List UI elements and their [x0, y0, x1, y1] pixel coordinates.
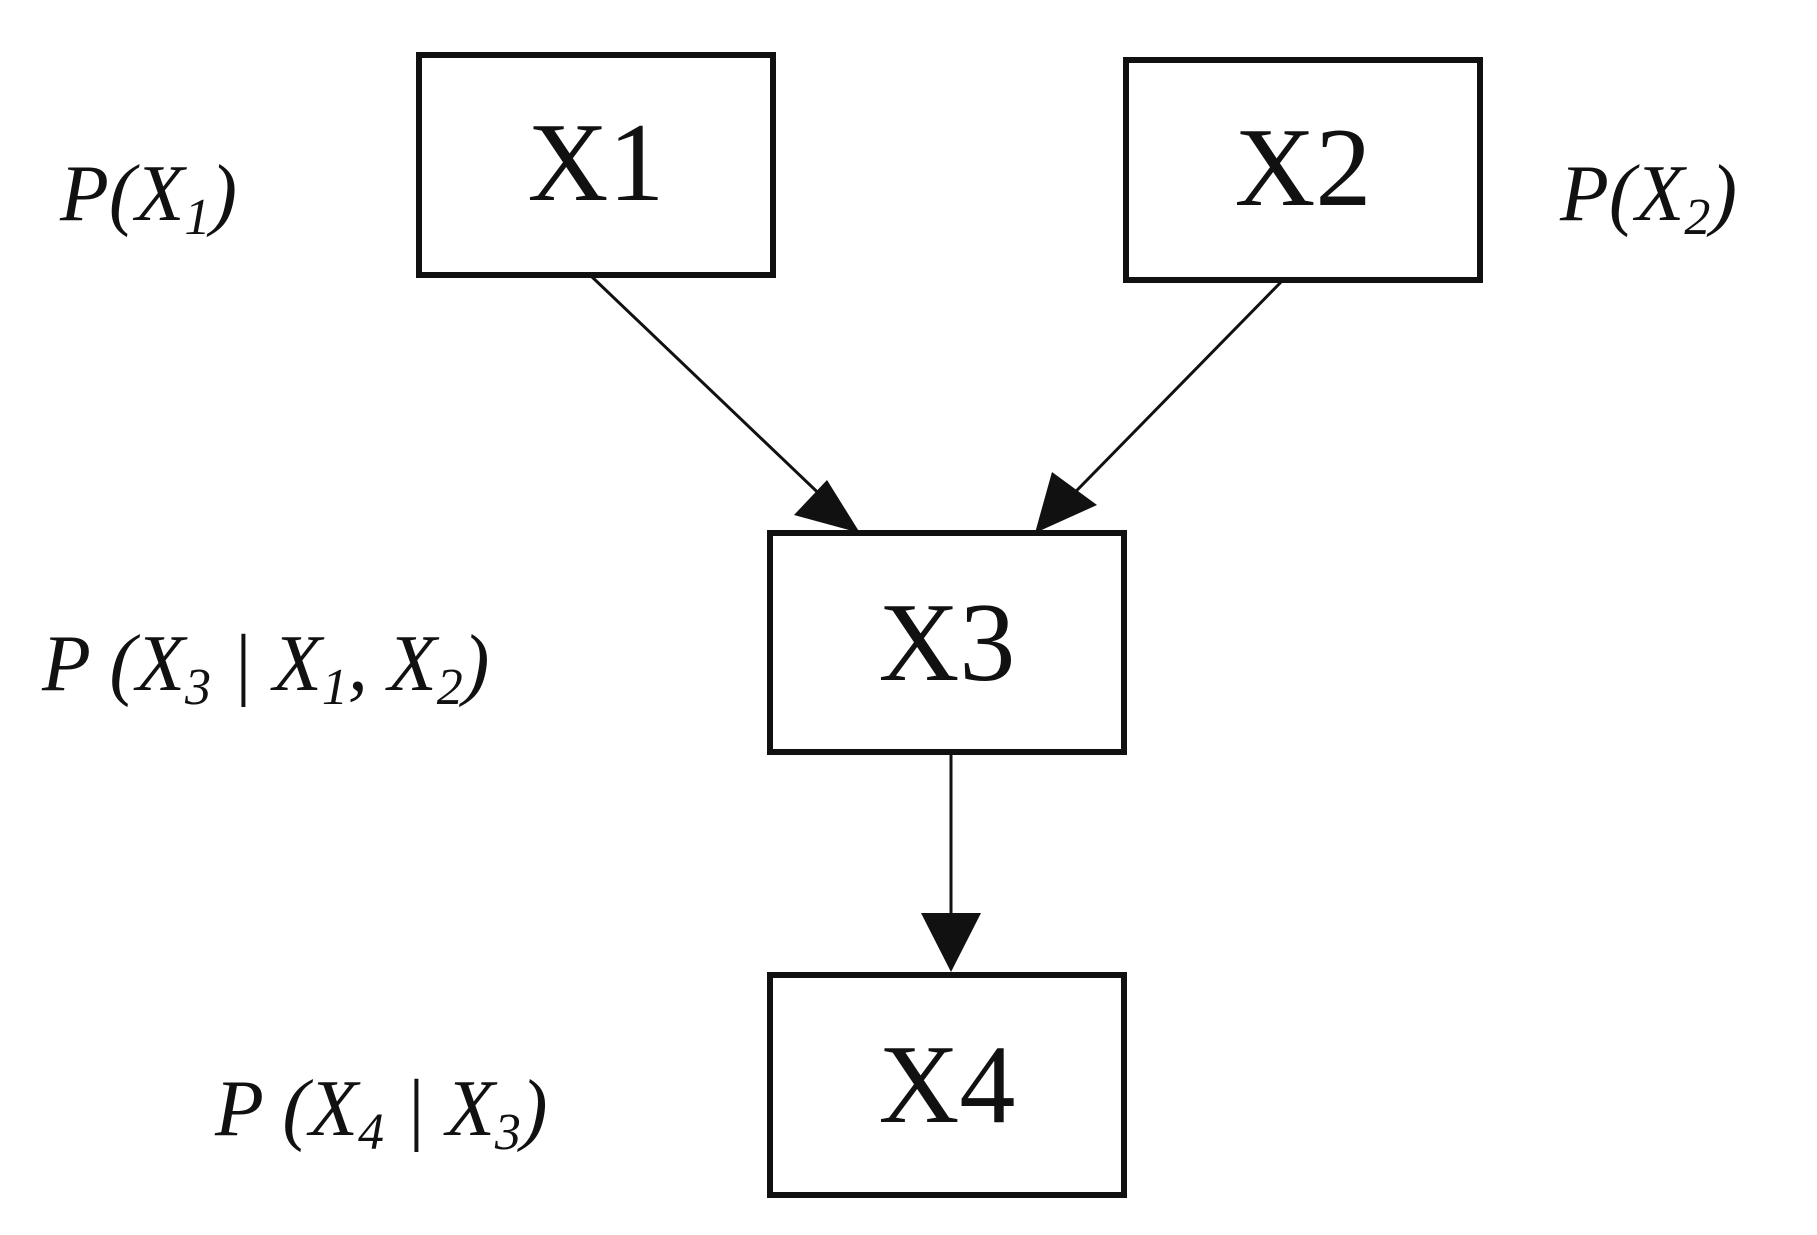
node-x1: X1	[416, 52, 776, 278]
node-x1-box	[416, 52, 776, 278]
node-x3-label: X3	[879, 581, 1016, 705]
node-x1-label: X1	[528, 101, 665, 225]
prob-x3: P (X3 | X1, X2)	[41, 620, 489, 716]
arrowhead-x1-x3	[794, 480, 860, 533]
node-x3-box	[767, 530, 1127, 755]
arrowhead-x2-x3	[1035, 472, 1097, 533]
node-x4-label: X4	[879, 1023, 1016, 1147]
prob-x2: P(X2)	[1559, 150, 1737, 246]
arrowhead-x3-x4	[921, 913, 981, 972]
node-x2: X2	[1123, 57, 1483, 283]
prob-x4: P (X4 | X3)	[214, 1065, 547, 1161]
node-x4: X4	[767, 972, 1127, 1198]
prob-x1: P(X1)	[59, 150, 237, 246]
node-x4-box	[767, 972, 1127, 1198]
edges	[588, 273, 1285, 972]
node-x2-box	[1123, 57, 1483, 283]
edge-x2-x3	[1038, 278, 1285, 530]
node-x3: X3	[767, 530, 1127, 755]
node-x2-label: X2	[1235, 106, 1372, 230]
edge-x1-x3	[588, 273, 857, 530]
